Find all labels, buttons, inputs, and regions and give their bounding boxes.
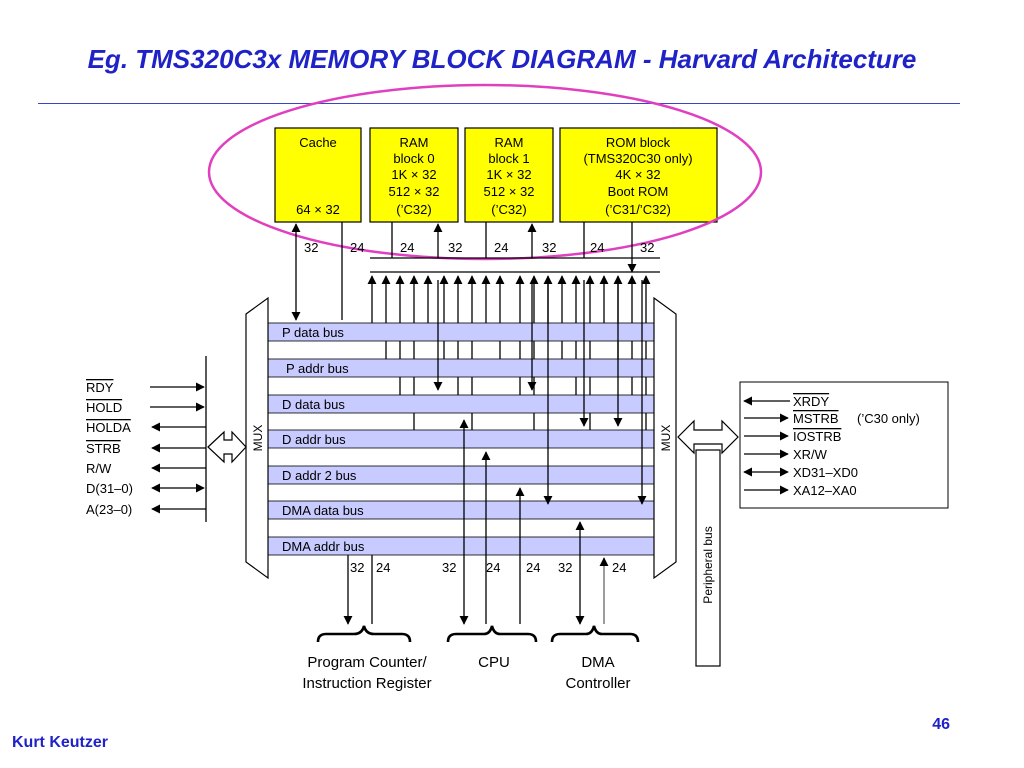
bus-dma-addr: DMA addr bus	[267, 536, 655, 556]
signal-holda: HOLDA	[86, 420, 131, 435]
right-mux-label: MUX	[659, 425, 673, 452]
top-width-label: 32	[448, 240, 462, 255]
top-width-label: 32	[640, 240, 654, 255]
bottom-width-label: 32	[442, 560, 456, 575]
left-mux: MUX	[245, 296, 269, 580]
signal-strb: STRB	[86, 441, 121, 456]
bus-p-addr: P addr bus	[267, 358, 655, 378]
bus-label: DMA data bus	[282, 503, 364, 518]
ram0-line-4: 512 × 32	[389, 184, 440, 199]
top-width-label: 32	[304, 240, 318, 255]
bus-stack: P data bus P addr bus D data bus D addr …	[267, 322, 655, 556]
bus-vertical-taps	[433, 280, 647, 505]
bottom-unit-labels: Program Counter/ Instruction Register CP…	[302, 654, 630, 692]
bottom-width-label: 32	[350, 560, 364, 575]
signal-rdy: RDY	[86, 380, 114, 395]
bus-dma-data: DMA data bus	[267, 500, 655, 520]
signal-rw: R/W	[86, 461, 112, 476]
ram0-line-3: 1K × 32	[391, 167, 436, 182]
top-width-label: 32	[542, 240, 556, 255]
page-number: 46	[932, 716, 950, 733]
right-mux: MUX	[653, 296, 677, 580]
signal-mstrb-note: (’C30 only)	[857, 411, 920, 426]
peripheral-bus-label: Peripheral bus	[701, 526, 715, 603]
unit-pc-line-1: Program Counter/	[307, 654, 427, 671]
top-width-label: 24	[494, 240, 508, 255]
bus-d-addr-2: D addr 2 bus	[267, 465, 655, 485]
footer-author: Kurt Keutzer	[12, 734, 109, 751]
bus-d-addr: D addr bus	[267, 429, 655, 449]
memory-block-ram0: RAM block 0 1K × 32 512 × 32 (’C32)	[369, 127, 459, 223]
signal-xrdy: XRDY	[793, 394, 829, 409]
signal-data: D(31–0)	[86, 481, 133, 496]
left-signal-labels: RDY HOLD HOLDA STRB R/W D(31–0) A(23–0)	[86, 380, 133, 517]
bus-label: P data bus	[282, 325, 344, 340]
right-signal-labels: XRDY MSTRB (’C30 only) IOSTRB XR/W XD31–…	[793, 394, 920, 498]
signal-mstrb: MSTRB	[793, 411, 839, 426]
rom-line-5: (’C31/’C32)	[605, 202, 671, 217]
right-signals-box	[739, 381, 949, 509]
ram0-line-1: RAM	[400, 135, 429, 150]
peripheral-bus: Peripheral bus	[695, 449, 721, 667]
bottom-width-label: 24	[376, 560, 390, 575]
ram0-line-5: (’C32)	[396, 202, 431, 217]
title-rule	[38, 103, 960, 104]
ram1-line-1: RAM	[495, 135, 524, 150]
left-interface-lines	[150, 356, 207, 522]
bus-label: P addr bus	[286, 361, 349, 376]
bus-label: D addr 2 bus	[282, 468, 357, 483]
right-mux-double-arrow	[677, 419, 739, 455]
memory-bus-connections	[291, 222, 660, 321]
rom-line-3: 4K × 32	[615, 167, 660, 182]
ram1-line-2: block 1	[488, 151, 529, 166]
left-mux-double-arrow	[207, 430, 247, 464]
bus-label: DMA addr bus	[282, 539, 365, 554]
top-width-label: 24	[350, 240, 364, 255]
ram0-line-2: block 0	[393, 151, 434, 166]
bottom-width-label: 24	[486, 560, 500, 575]
cache-line-1: Cache	[299, 135, 337, 150]
ram1-line-4: 512 × 32	[484, 184, 535, 199]
bus-p-data: P data bus	[267, 322, 655, 342]
unit-braces	[316, 625, 640, 643]
signal-xd: XD31–XD0	[793, 465, 858, 480]
signal-xa: XA12–XA0	[793, 483, 857, 498]
bus-tap-lines	[367, 275, 651, 439]
signal-address: A(23–0)	[86, 502, 132, 517]
memory-block-rom: ROM block (TMS320C30 only) 4K × 32 Boot …	[559, 127, 718, 223]
unit-dma-line-2: Controller	[565, 675, 630, 692]
top-width-labels: 32 24 24 32 24 32 24 32	[304, 240, 654, 255]
bottom-width-label: 32	[558, 560, 572, 575]
memory-highlight-ellipse	[207, 83, 763, 261]
ram1-line-5: (’C32)	[491, 202, 526, 217]
rom-line-4: Boot ROM	[608, 184, 669, 199]
left-mux-label: MUX	[251, 425, 265, 452]
rom-line-1: ROM block	[606, 135, 671, 150]
bottom-connections	[343, 419, 609, 625]
signal-xrw: XR/W	[793, 447, 828, 462]
rom-line-2: (TMS320C30 only)	[583, 151, 692, 166]
unit-pc-line-2: Instruction Register	[302, 675, 431, 692]
memory-block-ram1: RAM block 1 1K × 32 512 × 32 (’C32)	[464, 127, 554, 223]
memory-block-cache: Cache 64 × 32	[274, 127, 362, 223]
top-width-label: 24	[590, 240, 604, 255]
top-width-label: 24	[400, 240, 414, 255]
bus-label: D addr bus	[282, 432, 346, 447]
signal-iostrb: IOSTRB	[793, 429, 841, 444]
ram1-line-3: 1K × 32	[486, 167, 531, 182]
bottom-width-label: 24	[526, 560, 540, 575]
bottom-width-labels: 32 24 32 24 24 32 24	[350, 560, 626, 575]
right-interface-lines	[743, 396, 790, 495]
slide-title: Eg. TMS320C3x MEMORY BLOCK DIAGRAM - Har…	[87, 44, 917, 74]
bottom-width-label: 24	[612, 560, 626, 575]
unit-dma-line-1: DMA	[581, 654, 614, 671]
signal-hold: HOLD	[86, 400, 122, 415]
unit-cpu-label: CPU	[478, 654, 510, 671]
bus-d-data: D data bus	[267, 394, 655, 414]
bus-label: D data bus	[282, 397, 345, 412]
cache-line-5: 64 × 32	[296, 202, 340, 217]
